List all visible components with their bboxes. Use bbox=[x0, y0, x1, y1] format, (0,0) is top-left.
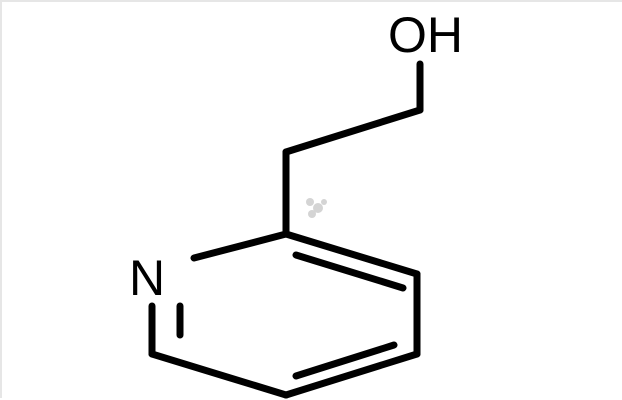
bond-c4-c5-inner bbox=[292, 341, 398, 380]
bond-c2-c3 bbox=[282, 230, 421, 278]
nitrogen-label: N bbox=[129, 250, 165, 306]
watermark-mark bbox=[306, 198, 327, 218]
bond-c5-c6 bbox=[148, 350, 290, 399]
bond-ch2-ch2 bbox=[282, 106, 424, 156]
hydroxyl-label: OH bbox=[388, 7, 463, 63]
bond-c2-c3-inner bbox=[292, 251, 407, 292]
bond-n1-c2 bbox=[190, 230, 290, 262]
bond-c4-c5 bbox=[282, 350, 421, 399]
